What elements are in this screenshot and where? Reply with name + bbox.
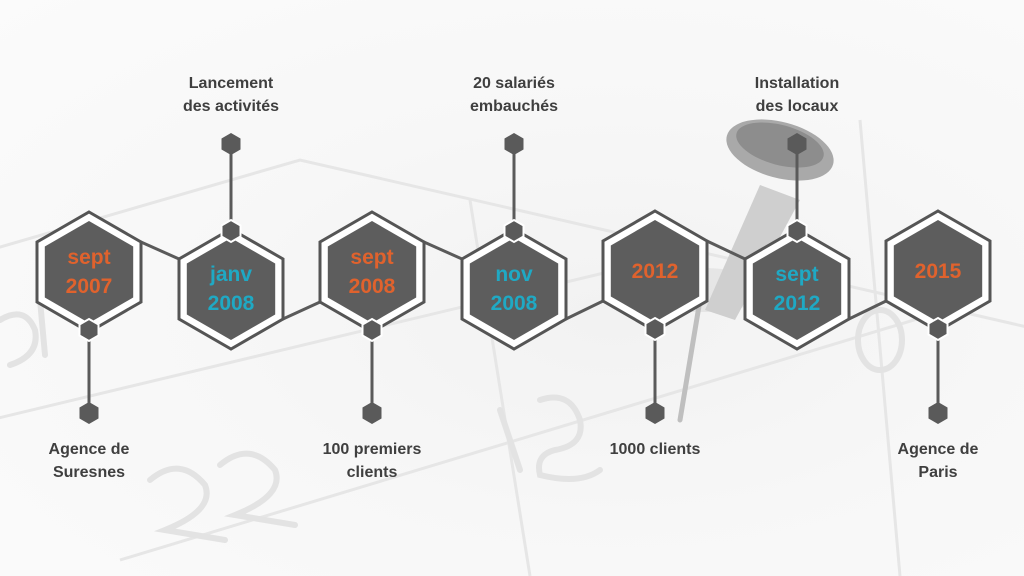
milestone-caption: Agence de Paris (853, 438, 1023, 484)
milestone-node: nov 2008 (459, 226, 569, 352)
milestone-caption: Lancement des activités (146, 72, 316, 118)
milestone-date: sept 2007 (34, 209, 144, 335)
milestone-caption-line: des locaux (755, 98, 839, 115)
milestone-date-line: 2008 (207, 292, 255, 315)
milestone-node: sept 2007 (34, 209, 144, 335)
milestone-caption-line: Installation (754, 75, 840, 92)
milestone-caption-line: des activités (182, 98, 280, 115)
milestone-caption-line: Lancement (188, 75, 274, 92)
milestone-date-line: 2007 (65, 275, 113, 298)
hexagon-shape (743, 227, 851, 351)
milestone-date: sept 2008 (317, 209, 427, 335)
milestone-node: 2012 (600, 208, 710, 334)
milestone-caption-line: Agence de (897, 441, 979, 458)
chain-connector (565, 299, 604, 321)
hexagon-fill (752, 238, 842, 340)
milestone-caption: 20 salariés embauchés (429, 72, 599, 118)
pin-body (705, 185, 800, 320)
milestone-node: 2015 (883, 208, 993, 334)
hexagon-shape (460, 227, 568, 351)
milestone-node: sept 2008 (317, 209, 427, 335)
chain-connector (423, 240, 463, 261)
milestone-date-line: nov (495, 263, 533, 286)
milestone-date: 2012 (600, 208, 710, 334)
milestone-caption-line: 100 premiers (322, 441, 422, 458)
hexagon-fill (186, 238, 276, 340)
calendar-grid-line (119, 298, 981, 562)
milestone-date-line: janv (209, 263, 253, 286)
milestone-date: 2015 (883, 208, 993, 334)
milestone-date-line: 2012 (631, 259, 679, 283)
pin-needle (677, 297, 703, 423)
milestone-caption: 1000 clients (570, 438, 740, 461)
milestone-date-line: 2008 (348, 275, 396, 298)
milestone-caption-line: Paris (918, 464, 958, 481)
hexagon-fill (44, 221, 134, 323)
hexagon-fill (610, 220, 700, 322)
milestone-date-line: sept (775, 263, 819, 286)
milestone-caption: Agence de Suresnes (4, 438, 174, 484)
milestone-date-line: 2015 (914, 259, 962, 283)
hexagon-shape (177, 227, 285, 351)
milestone-caption-line: embauchés (469, 98, 559, 115)
milestone-node: janv 2008 (176, 226, 286, 352)
calendar-numeral-15 (497, 394, 603, 482)
calendar-grid-line (0, 248, 701, 420)
calendar-numeral-21 (0, 297, 48, 368)
milestone-node: sept 2012 (742, 226, 852, 352)
milestone-caption: Installation des locaux (712, 72, 882, 118)
hexagon-shape (601, 209, 709, 333)
chain-connector (282, 300, 321, 321)
milestone-caption-line: Agence de (48, 441, 130, 458)
milestone-date-line: 2008 (490, 292, 538, 315)
hexagon-shape (884, 209, 992, 333)
calendar-numeral-8 (855, 307, 905, 373)
milestone-date-line: sept (350, 246, 394, 269)
chain-connector (140, 240, 180, 261)
milestone-caption: 100 premiers clients (287, 438, 457, 484)
calendar-grid-line (858, 119, 902, 576)
calendar-numeral-22 (147, 450, 298, 543)
milestone-date: sept 2012 (742, 226, 852, 352)
milestone-caption-line: 1000 clients (609, 441, 701, 458)
milestone-date-line: 2012 (773, 292, 821, 315)
milestone-caption-line: Suresnes (52, 464, 126, 481)
milestone-caption-line: clients (346, 464, 398, 481)
hexagon-fill (469, 238, 559, 340)
chain-connector (848, 299, 887, 321)
milestone-date: janv 2008 (176, 226, 286, 352)
hexagon-shape (318, 210, 426, 334)
hexagon-fill (893, 220, 983, 322)
milestone-date-line: sept (67, 246, 111, 269)
milestone-caption-line: 20 salariés (473, 75, 555, 92)
chain-connector (706, 239, 746, 261)
hexagon-fill (327, 221, 417, 323)
milestone-date: nov 2008 (459, 226, 569, 352)
hexagon-shape (35, 210, 143, 334)
